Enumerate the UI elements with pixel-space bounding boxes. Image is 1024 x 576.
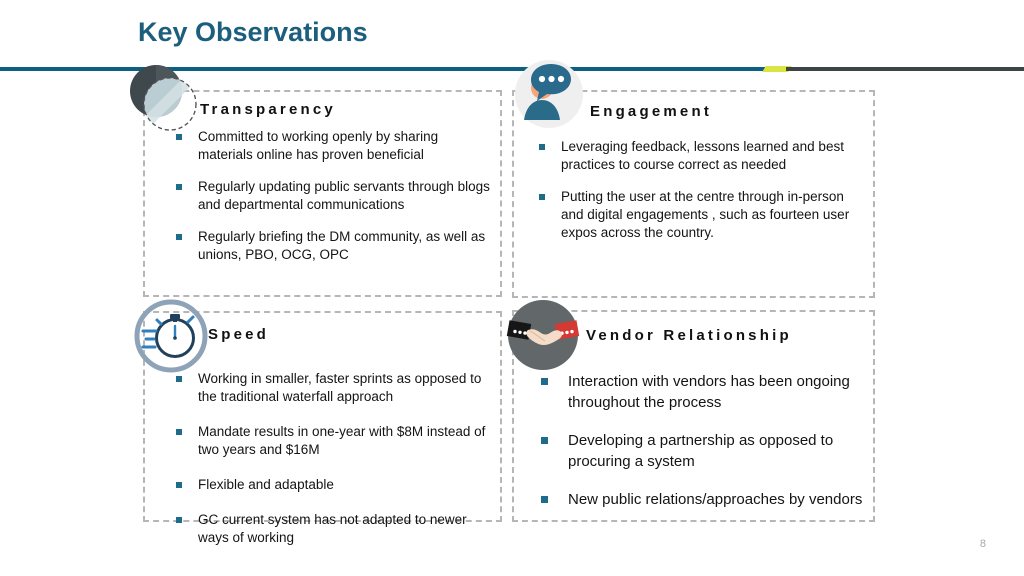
bullet-text: Putting the user at the centre through i… [561,189,850,240]
bullet-square-icon [176,376,182,382]
page-title: Key Observations [138,17,368,47]
list-item: Committed to working openly by sharing m… [160,128,490,164]
header-divider [0,66,1024,72]
bullet-square-icon [176,429,182,435]
list-item: Regularly updating public servants throu… [160,178,490,214]
section-box-engagement [512,90,875,298]
header-divider-dark-segment [786,67,1024,71]
bullet-list-vendor: Interaction with vendors has been ongoin… [523,371,863,527]
bullet-square-icon [176,234,182,240]
section-heading-vendor: Vendor Relationship [586,327,792,344]
bullet-text: Regularly updating public servants throu… [198,179,490,212]
page-number: 8 [979,538,986,550]
person-speech-bubble-icon [513,58,585,130]
bullet-list-engagement: Leveraging feedback, lessons learned and… [523,138,863,242]
bullet-text: Leveraging feedback, lessons learned and… [561,139,844,172]
bullet-square-icon [176,184,182,190]
list-item: Flexible and adaptable [160,476,495,494]
section-heading-engagement: Engagement [590,103,713,120]
bullet-text: Working in smaller, faster sprints as op… [198,371,482,404]
list-item: Leveraging feedback, lessons learned and… [523,138,863,174]
bullet-square-icon [176,482,182,488]
bullet-square-icon [541,378,548,385]
bullet-text: Committed to working openly by sharing m… [198,129,439,162]
bullet-text: New public relations/approaches by vendo… [568,491,863,508]
bullet-square-icon [541,496,548,503]
list-item: Interaction with vendors has been ongoin… [523,371,863,413]
bullet-text: Regularly briefing the DM community, as … [198,229,486,262]
stopwatch-icon [133,298,209,374]
handshake-icon [506,298,580,372]
section-box-transparency [143,90,502,297]
bullet-square-icon [539,194,545,200]
bullet-text: Interaction with vendors has been ongoin… [568,373,850,411]
bullet-list-transparency: Committed to working openly by sharing m… [160,128,490,264]
bullet-square-icon [541,437,548,444]
list-item: GC current system has not adapted to new… [160,511,495,547]
list-item: New public relations/approaches by vendo… [523,489,863,510]
section-box-vendor [512,310,875,522]
section-heading-speed: Speed [208,326,270,343]
bullet-text: Developing a partnership as opposed to p… [568,432,834,470]
list-item: Putting the user at the centre through i… [523,188,863,242]
header-divider-teal-segment [0,67,772,71]
overlapping-circles-icon [125,62,197,134]
list-item: Regularly briefing the DM community, as … [160,228,490,264]
bullet-square-icon [176,517,182,523]
section-heading-transparency: Transparency [200,101,336,118]
list-item: Mandate results in one-year with $8M ins… [160,423,495,459]
section-box-speed [143,311,502,522]
bullet-square-icon [539,144,545,150]
bullet-text: Flexible and adaptable [198,477,334,492]
list-item: Working in smaller, faster sprints as op… [160,370,495,406]
bullet-text: GC current system has not adapted to new… [198,512,467,545]
bullet-list-speed: Working in smaller, faster sprints as op… [160,370,495,564]
list-item: Developing a partnership as opposed to p… [523,430,863,472]
bullet-square-icon [176,134,182,140]
bullet-text: Mandate results in one-year with $8M ins… [198,424,486,457]
